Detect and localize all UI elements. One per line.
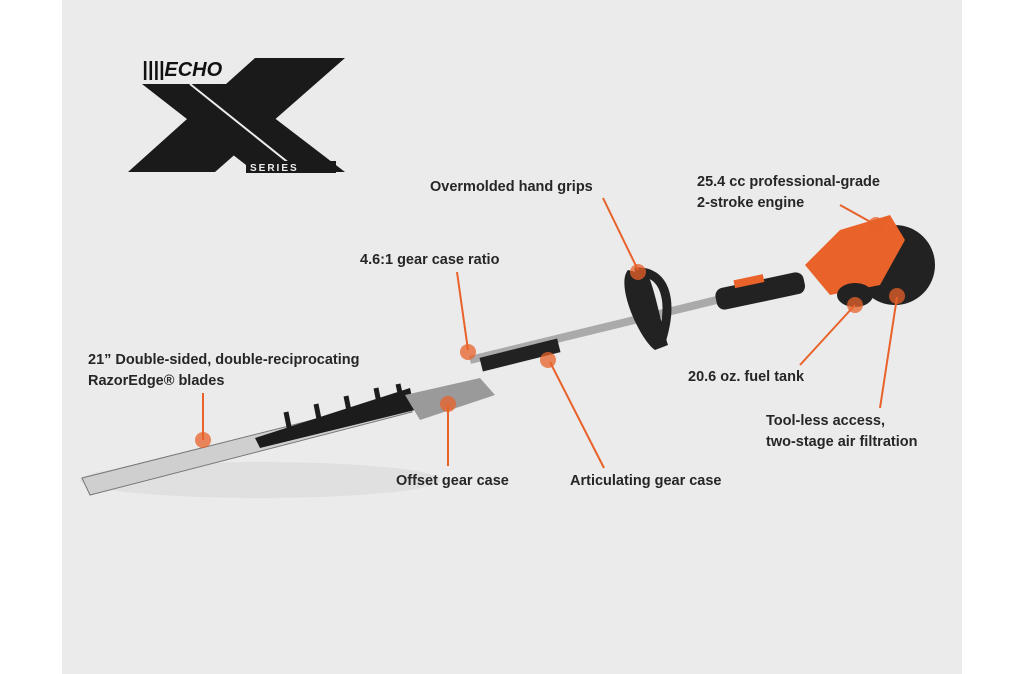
callout-fuel-tank: 20.6 oz. fuel tank <box>688 369 805 385</box>
echo-x-series-logo: ||||ECHO SERIES <box>128 58 345 174</box>
svg-text:SERIES: SERIES <box>250 163 299 174</box>
callout-blades-line1: 21” Double-sided, double-reciprocating <box>88 352 360 368</box>
callout-blades-line2: RazorEdge® blades <box>88 373 225 389</box>
callout-articulating-gear-case: Articulating gear case <box>570 473 722 489</box>
callout-engine-line2: 2-stroke engine <box>697 195 805 211</box>
callout-engine: 25.4 cc professional-grade 2-stroke engi… <box>697 172 880 214</box>
callout-hand-grips: Overmolded hand grips <box>430 179 593 195</box>
callout-offset-gear-case: Offset gear case <box>396 473 509 489</box>
svg-text:||||ECHO: ||||ECHO <box>142 59 223 81</box>
callout-air-filtration: Tool-less access, two-stage air filtrati… <box>766 411 917 453</box>
callout-dots <box>195 217 905 448</box>
callout-lines <box>202 197 898 469</box>
callout-gear-ratio: 4.6:1 gear case ratio <box>360 252 500 268</box>
callout-filter-line1: Tool-less access, <box>766 413 886 429</box>
callout-filter-line2: two-stage air filtration <box>766 434 918 450</box>
callout-blades: 21” Double-sided, double-reciprocating R… <box>88 350 360 392</box>
callout-engine-line1: 25.4 cc professional-grade <box>697 174 880 190</box>
